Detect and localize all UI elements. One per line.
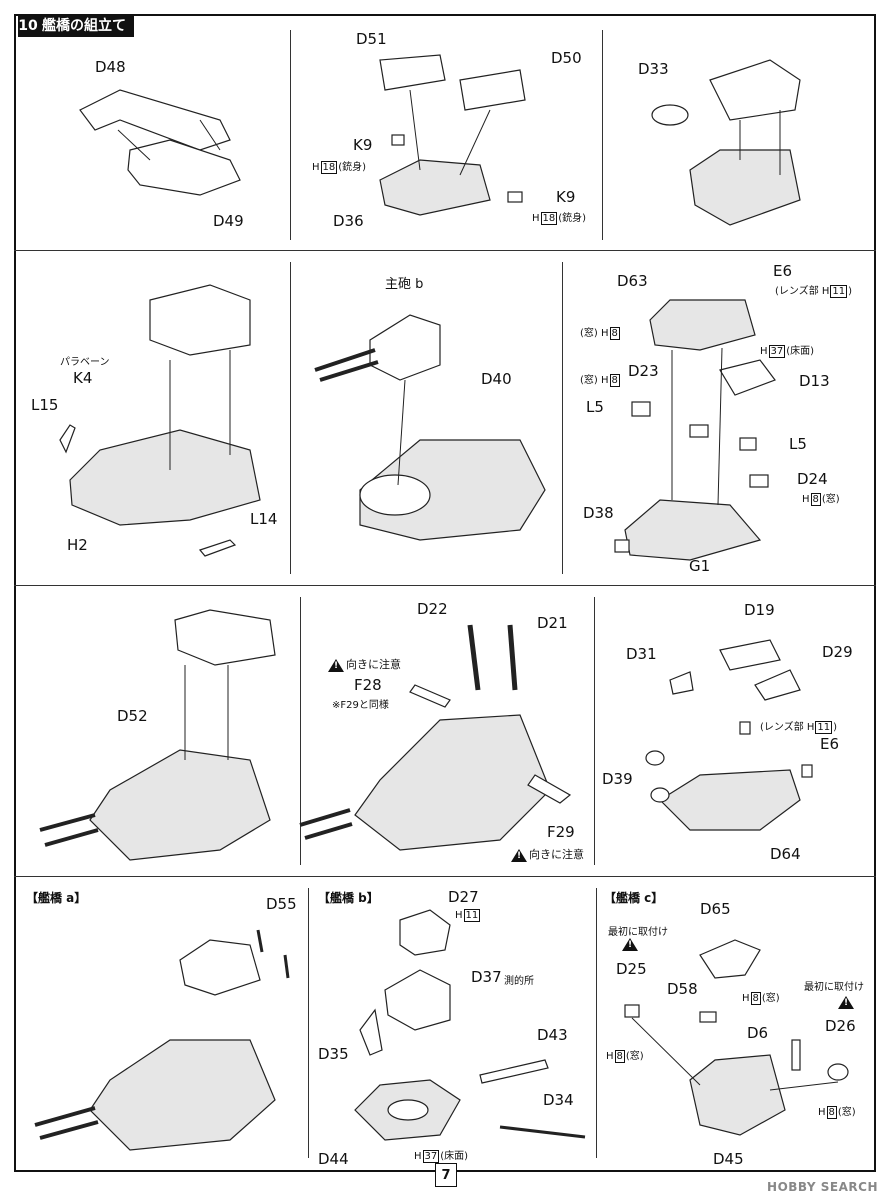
col-divider-r4a — [308, 888, 309, 1158]
label-l15: L15 — [31, 396, 59, 414]
row-divider-2 — [14, 585, 876, 586]
label-d34: D34 — [543, 1091, 574, 1109]
watermark: HOBBY SEARCH — [767, 1180, 878, 1194]
label-d45: D45 — [713, 1150, 744, 1168]
warning-icon-1 — [622, 937, 640, 951]
label-d23: D23 — [628, 362, 659, 380]
label-d21: D21 — [537, 614, 568, 632]
label-d31: D31 — [626, 645, 657, 663]
label-d49: D49 — [213, 212, 244, 230]
step-number: 10 — [18, 15, 38, 37]
label-d58: D58 — [667, 980, 698, 998]
col-divider-r3b — [594, 597, 595, 865]
label-f29: F29 — [547, 823, 575, 841]
label-d35: D35 — [318, 1045, 349, 1063]
label-d27: D27 — [448, 888, 479, 906]
note-d37: 測的所 — [504, 976, 534, 987]
warning-icon — [328, 658, 344, 672]
row-divider-3 — [14, 876, 876, 877]
label-g1: G1 — [689, 557, 711, 575]
warning-icon — [511, 848, 527, 862]
col-divider-r1a — [290, 30, 291, 240]
section-title-bridge-b: 【艦橋 b】 — [318, 891, 379, 905]
row-divider-1 — [14, 250, 876, 251]
label-h2: H2 — [67, 536, 88, 554]
step-title: 艦橋の組立て — [38, 15, 134, 37]
label-d65: D65 — [700, 900, 731, 918]
label-k9-a: K9 — [353, 136, 373, 154]
label-d38: D38 — [583, 504, 614, 522]
label-l5-b: L5 — [789, 435, 807, 453]
label-paravane: パラベーン — [60, 357, 110, 368]
section-title-bridge-c: 【艦橋 c】 — [604, 891, 664, 905]
caution-orientation-1: 向きに注意 — [328, 656, 401, 672]
col-divider-r3a — [300, 597, 301, 865]
caution-orientation-2: 向きに注意 — [511, 846, 584, 862]
warning-icon-2 — [838, 995, 856, 1009]
step-header: 10 艦橋の組立て — [14, 14, 134, 38]
col-divider-r1b — [602, 30, 603, 240]
label-d33: D33 — [638, 60, 669, 78]
label-k4: K4 — [73, 369, 93, 387]
label-d48: D48 — [95, 58, 126, 76]
label-d50: D50 — [551, 49, 582, 67]
section-title-bridge-a: 【艦橋 a】 — [26, 891, 87, 905]
label-d39: D39 — [602, 770, 633, 788]
label-d44: D44 — [318, 1150, 349, 1168]
page-number: 7 — [435, 1163, 457, 1187]
label-d37: D37 — [471, 968, 502, 986]
label-d40: D40 — [481, 370, 512, 388]
label-d22: D22 — [417, 600, 448, 618]
label-d13: D13 — [799, 372, 830, 390]
label-d55: D55 — [266, 895, 297, 913]
col-divider-r2a — [290, 262, 291, 574]
label-d29: D29 — [822, 643, 853, 661]
label-l14: L14 — [250, 510, 278, 528]
col-divider-r4b — [596, 888, 597, 1158]
note-first-attach-1: 最初に取付け — [608, 927, 668, 938]
label-d64: D64 — [770, 845, 801, 863]
label-d6: D6 — [747, 1024, 769, 1042]
label-d51: D51 — [356, 30, 387, 48]
label-l5-a: L5 — [586, 398, 604, 416]
label-d43: D43 — [537, 1026, 568, 1044]
label-e6-b: E6 — [820, 735, 840, 753]
label-d52: D52 — [117, 707, 148, 725]
label-d26: D26 — [825, 1017, 856, 1035]
note-first-attach-2: 最初に取付け — [804, 982, 864, 993]
label-main-gun-b: 主砲 b — [385, 277, 424, 292]
label-d25: D25 — [616, 960, 647, 978]
label-k9-b: K9 — [556, 188, 576, 206]
label-d19: D19 — [744, 601, 775, 619]
label-e6: E6 — [773, 262, 793, 280]
label-d24: D24 — [797, 470, 828, 488]
label-d63: D63 — [617, 272, 648, 290]
label-d36: D36 — [333, 212, 364, 230]
label-f28: F28 — [354, 676, 382, 694]
col-divider-r2b — [562, 262, 563, 574]
note-f28: ※F29と同様 — [332, 700, 389, 711]
